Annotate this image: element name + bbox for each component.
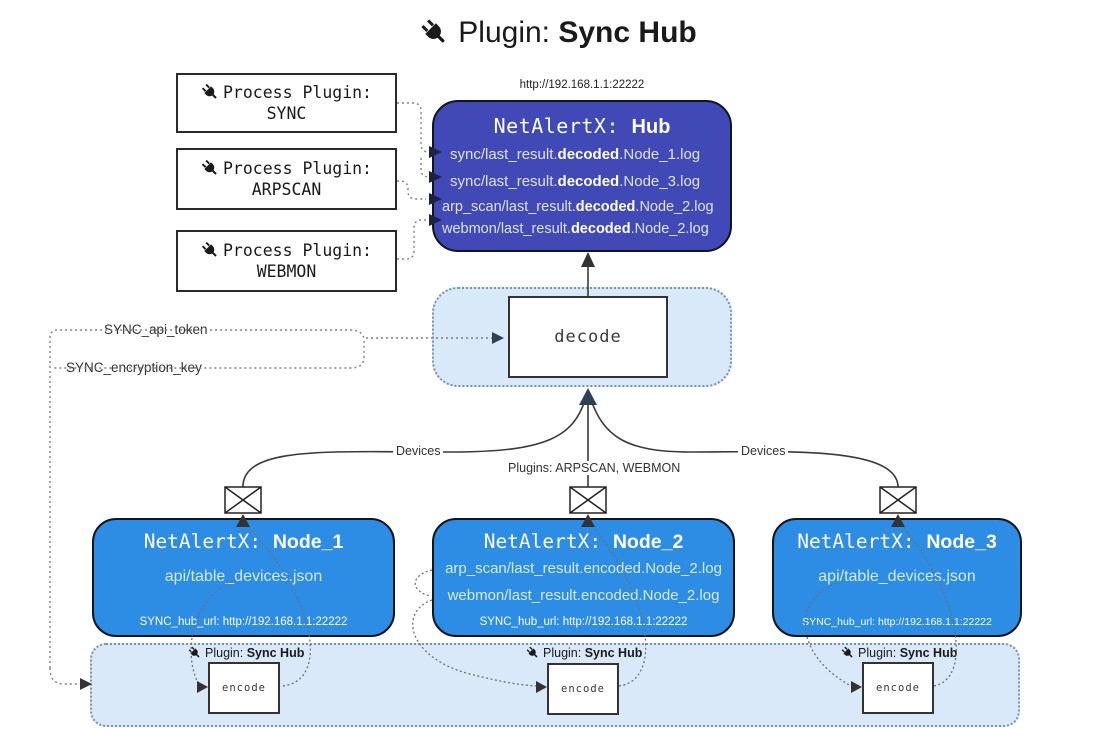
sync-api-token-label: SYNC_api_token (100, 322, 212, 337)
node1-title: NetAlertX: Node_1 (143, 530, 344, 553)
node1-box: NetAlertX: Node_1 api/table_devices.json… (92, 518, 395, 637)
node1-file: api/table_devices.json (164, 568, 323, 585)
node3-box: NetAlertX: Node_3 api/table_devices.json… (772, 518, 1022, 637)
process-plugin-name: SYNC (266, 104, 307, 123)
edge-label-devices-left: Devices (393, 444, 444, 458)
node1-hub-url: SYNC_hub_url: http://192.168.1.1:22222 (139, 616, 348, 628)
plug-icon (421, 19, 445, 43)
hub-title: NetAlertX: Hub (493, 114, 671, 138)
page-title-bold: Sync Hub (558, 16, 697, 49)
page-title-prefix: Plugin: (458, 16, 559, 49)
process-plugin-box-sync: Process Plugin: SYNC (176, 73, 397, 133)
encoder1-label: Plugin: Sync Hub (188, 646, 304, 660)
encoder3-label: Plugin: Sync Hub (841, 646, 957, 660)
plug-icon (201, 241, 217, 257)
hub-box: NetAlertX: Hub sync/last_result.decoded.… (432, 100, 732, 252)
encode1-box: encode (208, 662, 280, 714)
process-plugin-box-webmon: Process Plugin: WEBMON (176, 230, 397, 292)
page-title: Plugin: Sync Hub (0, 16, 1117, 50)
plug-icon (201, 83, 217, 99)
hub-log-line: sync/last_result.decoded.Node_1.log (450, 146, 701, 163)
plug-icon (201, 159, 217, 175)
envelopes (224, 486, 917, 514)
edge-webmon-to-hub (397, 219, 426, 260)
envelope-icon (879, 486, 917, 514)
edge-sync-to-hub2 (420, 158, 430, 178)
edge-sync-to-hub (397, 102, 430, 153)
edge-label-devices-right: Devices (738, 444, 789, 458)
node2-file: webmon/last_result.encoded.Node_2.log (447, 587, 720, 604)
sync-encryption-key-label: SYNC_encryption_key (62, 360, 206, 375)
arrowhead-into-decode-panel (579, 388, 597, 405)
envelope-icon (569, 486, 607, 514)
node3-file: api/table_devices.json (818, 568, 976, 585)
hub-log-line: arp_scan/last_result.decoded.Node_2.log (442, 199, 714, 215)
process-plugin-name: ARPSCAN (251, 180, 322, 199)
process-plugin-name: WEBMON (256, 262, 317, 281)
node2-file: arp_scan/last_result.encoded.Node_2.log (445, 560, 722, 577)
hub-url-label: http://192.168.1.1:22222 (519, 79, 645, 91)
node3-hub-url: SYNC_hub_url: http://192.168.1.1:22222 (802, 616, 992, 628)
node2-title: NetAlertX: Node_2 (483, 530, 684, 553)
edge-label-plugins: Plugins: ARPSCAN, WEBMON (505, 461, 684, 475)
encode2-box: encode (547, 663, 619, 715)
edge-token-to-encoders (49, 667, 80, 685)
decode-box: decode (508, 296, 668, 378)
edge-node1-to-decode (242, 396, 587, 490)
node2-hub-url: SYNC_hub_url: http://192.168.1.1:22222 (479, 616, 688, 628)
edge-node2-file1-hook (414, 569, 433, 597)
plug-icon (526, 646, 538, 658)
envelope-icon (224, 486, 262, 514)
arrowhead-into-hub (581, 252, 595, 267)
plug-icon (841, 646, 853, 658)
hub-log-line: sync/last_result.decoded.Node_3.log (450, 173, 701, 190)
process-plugin-box-arpscan: Process Plugin: ARPSCAN (176, 148, 397, 210)
plug-icon (188, 646, 200, 658)
edge-arpscan-to-hub (397, 180, 426, 200)
hub-log-line: webmon/last_result.decoded.Node_2.log (442, 221, 709, 237)
encode3-box: encode (862, 662, 934, 714)
node2-box: NetAlertX: Node_2 arp_scan/last_result.e… (432, 518, 735, 637)
edge-node3-to-decode (589, 396, 899, 490)
node3-title: NetAlertX: Node_3 (797, 530, 997, 553)
encoder2-label: Plugin: Sync Hub (526, 646, 642, 660)
